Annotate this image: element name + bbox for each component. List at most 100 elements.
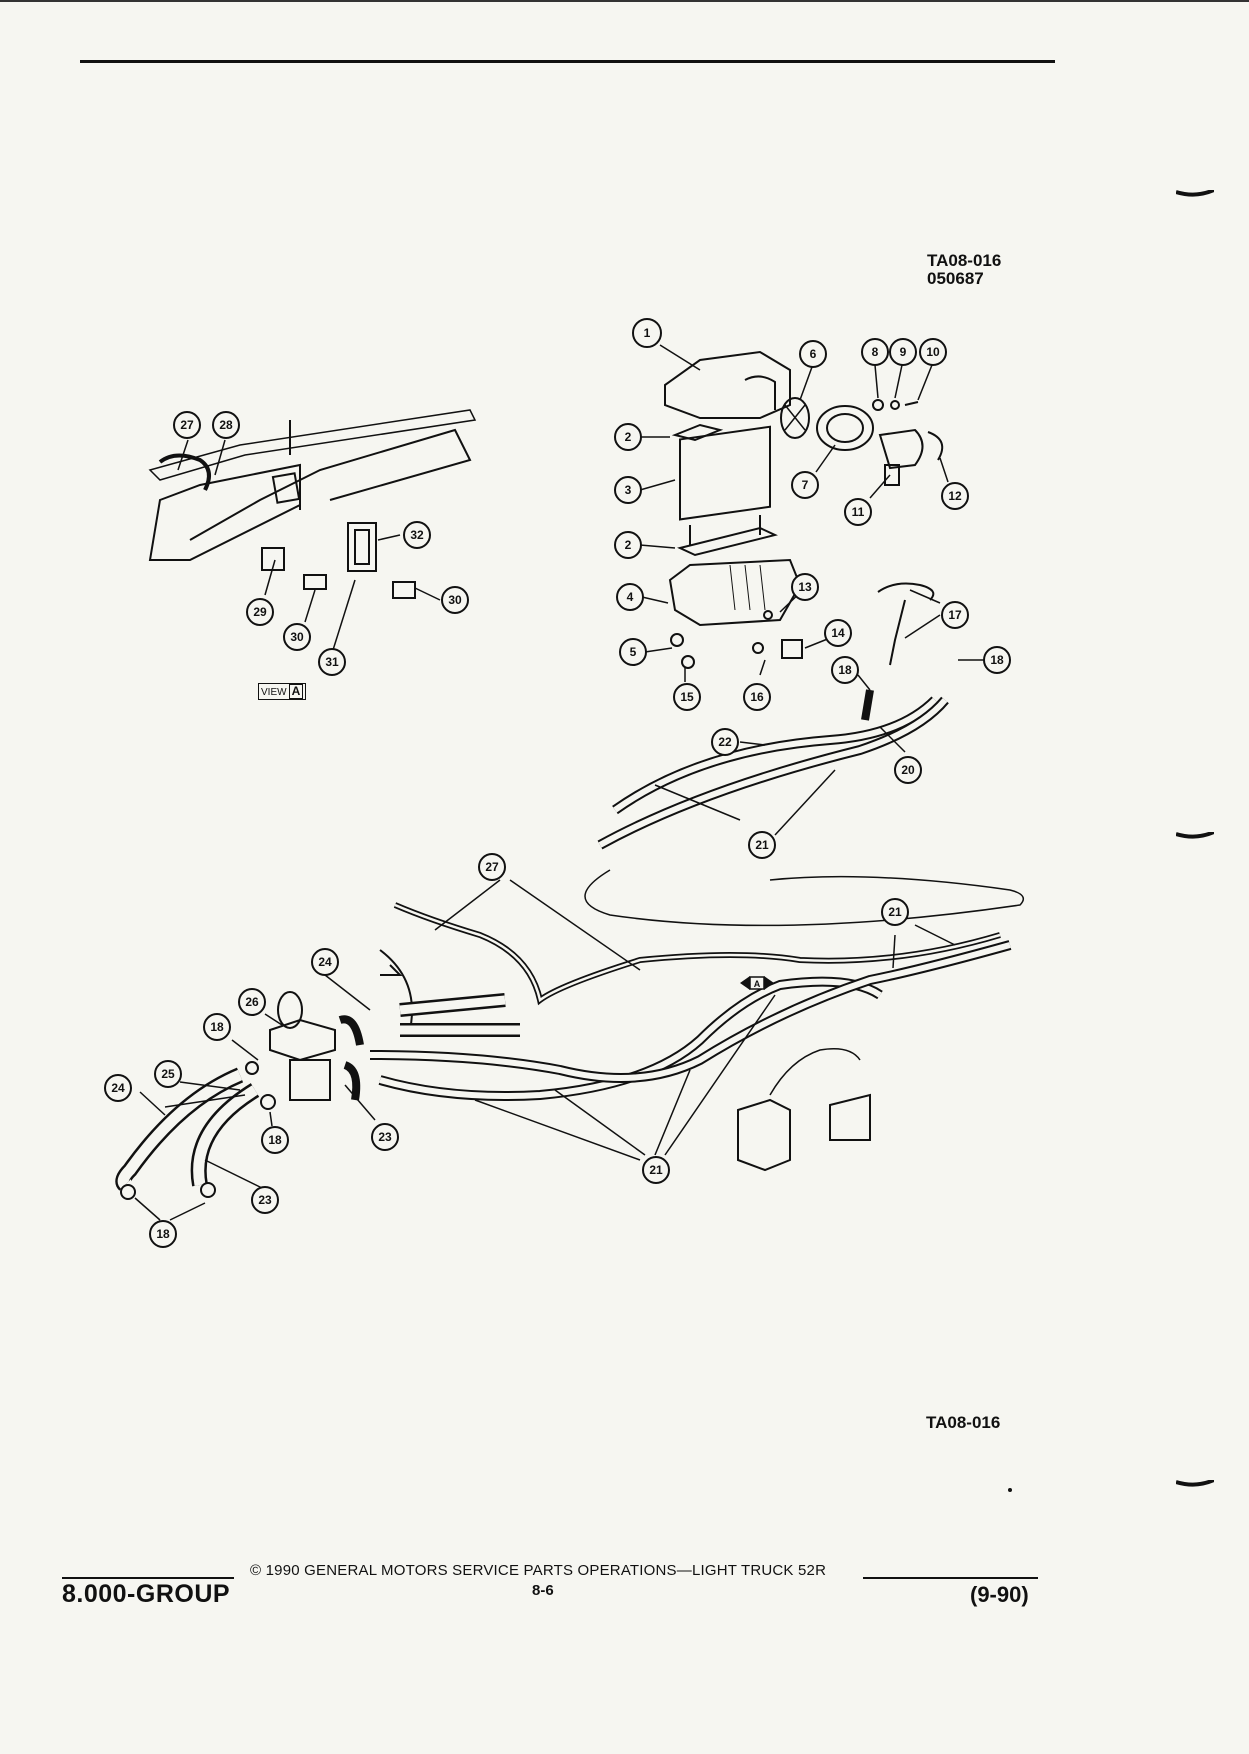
callout-17: 17 xyxy=(941,601,969,629)
svg-text:2: 2 xyxy=(625,538,632,552)
callout-4: 4 xyxy=(616,583,644,611)
footer-rule-right xyxy=(863,1577,1038,1579)
svg-text:26: 26 xyxy=(245,995,259,1009)
svg-text:29: 29 xyxy=(253,605,267,619)
callout-21: 21 xyxy=(642,1156,670,1184)
callout-2: 2 xyxy=(614,531,642,559)
revision-date: (9-90) xyxy=(970,1582,1029,1607)
page-number: 8-6 xyxy=(532,1582,554,1599)
callout-21: 21 xyxy=(881,898,909,926)
callout-18: 18 xyxy=(149,1220,177,1248)
svg-text:24: 24 xyxy=(111,1081,125,1095)
figure-ref-date-code: 050687 xyxy=(927,269,984,288)
blower-fan xyxy=(780,397,810,439)
svg-text:21: 21 xyxy=(755,838,769,852)
binding-mark xyxy=(1176,832,1214,839)
svg-text:18: 18 xyxy=(838,663,852,677)
svg-text:27: 27 xyxy=(180,418,194,432)
header-rule xyxy=(80,60,1055,63)
figure-id-bottom: TA08-016 xyxy=(926,1413,1001,1432)
svg-text:17: 17 xyxy=(948,608,962,622)
callout-16: 16 xyxy=(743,683,771,711)
callout-23: 23 xyxy=(251,1186,279,1214)
svg-text:18: 18 xyxy=(156,1227,170,1241)
callout-32: 32 xyxy=(403,521,431,549)
svg-text:9: 9 xyxy=(900,345,907,359)
callout-23: 23 xyxy=(371,1123,399,1151)
view-label-letter: A xyxy=(288,684,304,699)
heater-case-bottom xyxy=(668,558,802,627)
svg-text:24: 24 xyxy=(318,955,332,969)
callout-7: 7 xyxy=(791,471,819,499)
svg-text:32: 32 xyxy=(410,528,424,542)
svg-text:12: 12 xyxy=(948,489,962,503)
callout-28: 28 xyxy=(212,411,240,439)
svg-text:18: 18 xyxy=(268,1133,282,1147)
svg-text:15: 15 xyxy=(680,690,694,704)
svg-text:3: 3 xyxy=(625,483,632,497)
svg-text:8: 8 xyxy=(872,345,879,359)
svg-text:5: 5 xyxy=(630,645,637,659)
callout-15: 15 xyxy=(673,683,701,711)
callout-27: 27 xyxy=(478,853,506,881)
callout-25: 25 xyxy=(154,1060,182,1088)
control-panel-bezel xyxy=(347,522,377,572)
callout-6: 6 xyxy=(799,340,827,368)
callout-2: 2 xyxy=(614,423,642,451)
svg-text:14: 14 xyxy=(831,626,845,640)
svg-text:10: 10 xyxy=(926,345,940,359)
svg-text:20: 20 xyxy=(901,763,915,777)
callout-18: 18 xyxy=(203,1013,231,1041)
callout-10: 10 xyxy=(919,338,947,366)
footer-copyright: © 1990 GENERAL MOTORS SERVICE PARTS OPER… xyxy=(250,1562,827,1579)
clamp xyxy=(927,431,944,461)
svg-text:7: 7 xyxy=(802,478,809,492)
callout-20: 20 xyxy=(894,756,922,784)
callout-29: 29 xyxy=(246,598,274,626)
svg-text:16: 16 xyxy=(750,690,764,704)
svg-text:6: 6 xyxy=(810,347,817,361)
callout-9: 9 xyxy=(889,338,917,366)
svg-text:18: 18 xyxy=(210,1020,224,1034)
svg-text:30: 30 xyxy=(448,593,462,607)
svg-text:30: 30 xyxy=(290,630,304,644)
callout-5: 5 xyxy=(619,638,647,666)
callout-24: 24 xyxy=(311,948,339,976)
svg-text:25: 25 xyxy=(161,1067,175,1081)
callout-12: 12 xyxy=(941,482,969,510)
view-label-text: VIEW xyxy=(261,687,287,698)
svg-text:22: 22 xyxy=(718,735,732,749)
view-a-marker: A xyxy=(740,976,774,990)
seal-lower xyxy=(677,526,778,557)
callout-11: 11 xyxy=(844,498,872,526)
page-top-edge xyxy=(0,0,1249,2)
binding-mark xyxy=(1176,190,1214,197)
callout-22: 22 xyxy=(711,728,739,756)
svg-text:A: A xyxy=(754,979,761,989)
svg-text:2: 2 xyxy=(625,430,632,444)
blower-motor xyxy=(878,428,924,470)
svg-text:11: 11 xyxy=(852,505,865,519)
heater-case-cover xyxy=(664,350,791,419)
footer-group-code: 8.000-GROUP xyxy=(62,1580,231,1608)
callout-30: 30 xyxy=(283,623,311,651)
callout-8: 8 xyxy=(861,338,889,366)
svg-text:13: 13 xyxy=(798,580,812,594)
callout-18: 18 xyxy=(261,1126,289,1154)
svg-text:21: 21 xyxy=(649,1163,663,1177)
svg-text:28: 28 xyxy=(219,418,233,432)
callout-18: 18 xyxy=(831,656,859,684)
svg-text:4: 4 xyxy=(627,590,634,604)
callout-13: 13 xyxy=(791,573,819,601)
svg-text:27: 27 xyxy=(485,860,499,874)
binding-mark xyxy=(1176,1480,1214,1487)
callout-14: 14 xyxy=(824,619,852,647)
svg-text:23: 23 xyxy=(378,1130,392,1144)
callout-18: 18 xyxy=(983,646,1011,674)
callout-30: 30 xyxy=(441,586,469,614)
figure-reference: TA08-016 050687 xyxy=(927,252,1001,288)
speck xyxy=(1008,1488,1012,1492)
callout-21: 21 xyxy=(748,831,776,859)
figure-ref-code: TA08-016 xyxy=(927,251,1002,270)
